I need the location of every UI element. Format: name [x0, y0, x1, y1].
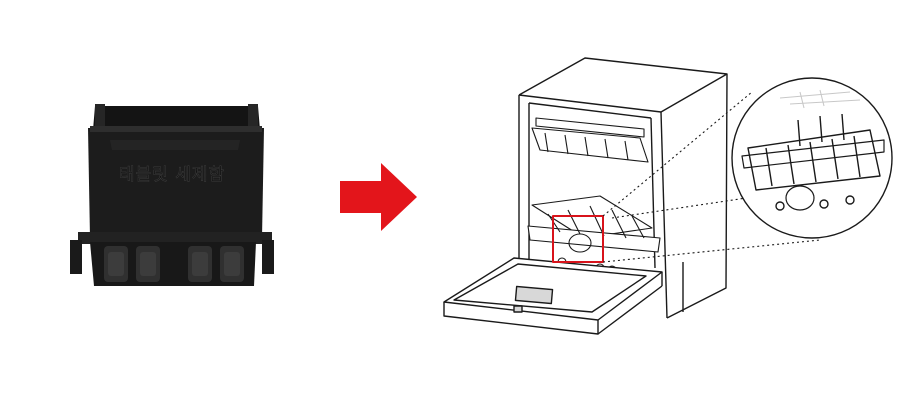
engraved-label: 태블릿 세제함 [119, 165, 225, 185]
right-arrow-icon [340, 163, 417, 231]
detail-magnifier [732, 78, 892, 238]
tablet-detergent-box: 태블릿 세제함 [70, 104, 274, 286]
upper-rack [532, 118, 648, 162]
dishwasher-line-drawing [444, 58, 892, 334]
dishwasher-door [444, 258, 662, 334]
